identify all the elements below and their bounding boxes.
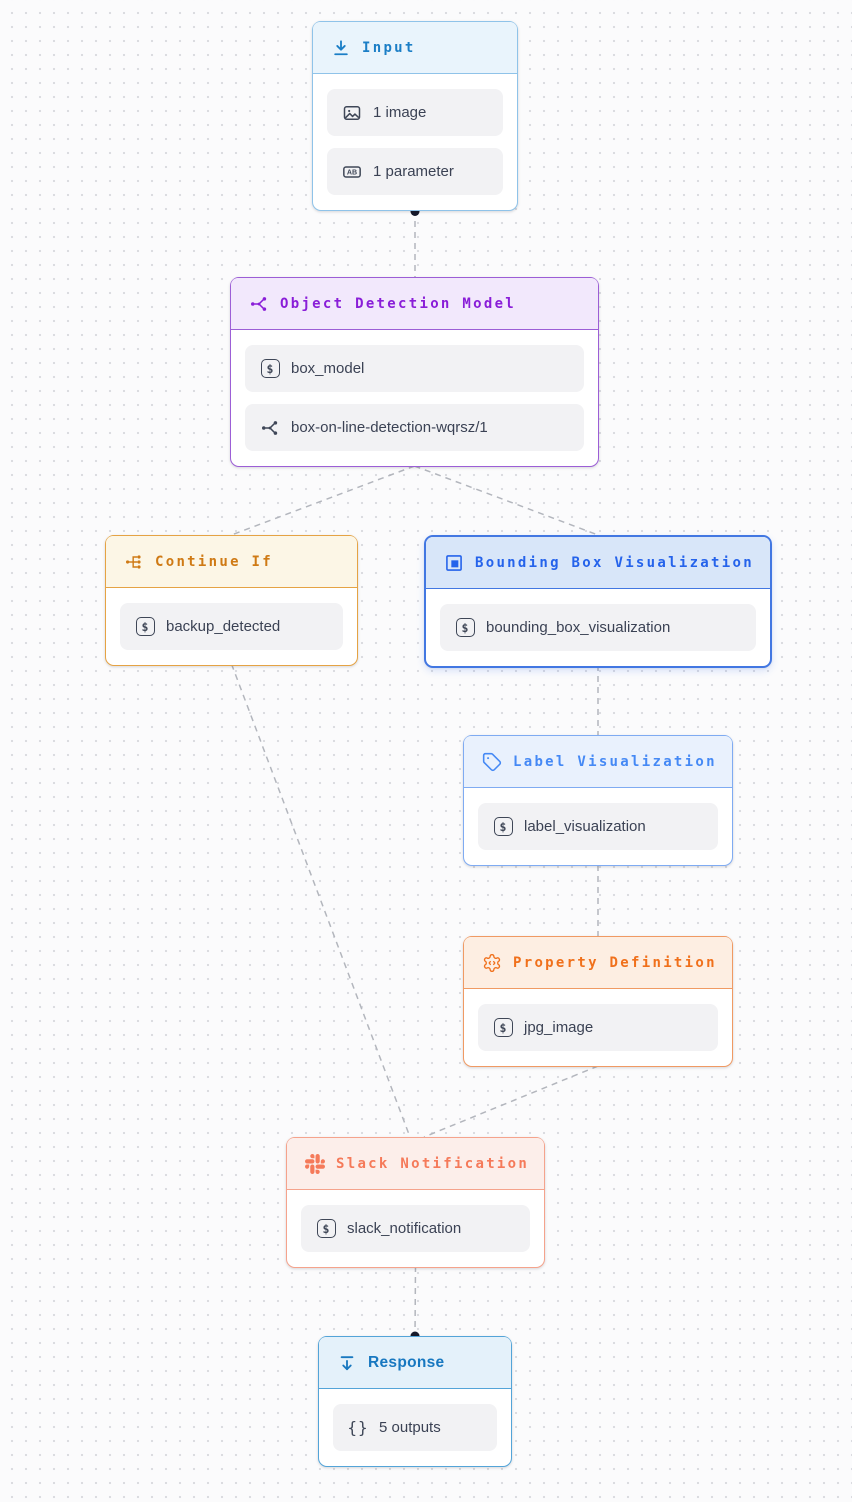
- model-name-pill: $ box_model: [245, 345, 584, 392]
- edge-continue-if-to-slack: [230, 663, 411, 1138]
- node-input-body: 1 image AB 1 parameter: [313, 74, 517, 210]
- node-object-detection-model-header: Object Detection Model: [231, 278, 598, 330]
- pill-label: backup_detected: [166, 618, 281, 635]
- pill-label: jpg_image: [524, 1019, 594, 1036]
- gear-code-icon: [482, 953, 502, 973]
- branch-split-icon: [124, 552, 144, 572]
- input-parameter-pill: AB 1 parameter: [327, 148, 503, 195]
- response-outputs-pill: {} 5 outputs: [333, 1404, 497, 1451]
- slack-icon: [305, 1153, 325, 1174]
- node-title: Continue If: [155, 553, 274, 570]
- string-icon: $: [135, 617, 155, 637]
- node-object-detection-model-body: $ box_model box-on-line-detection-wqrsz/…: [231, 330, 598, 466]
- share-nodes-icon: [249, 294, 269, 314]
- string-icon: $: [455, 618, 475, 638]
- node-title: Slack Notification: [336, 1155, 530, 1172]
- edge-slack-to-response: [414, 1265, 417, 1337]
- slack-notification-pill: $ slack_notification: [301, 1205, 530, 1252]
- pill-label: slack_notification: [347, 1220, 462, 1237]
- node-response[interactable]: Response {} 5 outputs: [318, 1336, 512, 1467]
- braces-icon: {}: [347, 1418, 369, 1437]
- node-title: Property Definition: [513, 954, 717, 971]
- node-title: Response: [368, 1353, 445, 1371]
- string-icon: $: [493, 817, 513, 837]
- node-object-detection-model[interactable]: Object Detection Model $ box_model box-o: [230, 277, 599, 467]
- node-property-definition-header: Property Definition: [464, 937, 732, 989]
- model-id-pill: box-on-line-detection-wqrsz/1: [245, 404, 584, 451]
- edge-model-to-bbox-viz: [414, 465, 599, 536]
- continue-if-pill: $ backup_detected: [120, 603, 343, 650]
- bounding-box-pill: $ bounding_box_visualization: [440, 604, 756, 651]
- pill-label: label_visualization: [524, 818, 646, 835]
- node-slack-notification[interactable]: Slack Notification $ slack_notification: [286, 1137, 545, 1268]
- pill-label: bounding_box_visualization: [486, 619, 671, 636]
- node-title: Label Visualization: [513, 753, 717, 770]
- node-continue-if[interactable]: Continue If $ backup_detected: [105, 535, 358, 666]
- pill-label: box_model: [291, 360, 365, 377]
- download-icon: [331, 38, 351, 58]
- node-response-header: Response: [319, 1337, 511, 1389]
- node-property-definition-body: $ jpg_image: [464, 989, 732, 1066]
- node-response-body: {} 5 outputs: [319, 1389, 511, 1466]
- node-title: Input: [362, 39, 416, 56]
- pill-label: 1 image: [373, 104, 427, 121]
- node-continue-if-header: Continue If: [106, 536, 357, 588]
- input-image-pill: 1 image: [327, 89, 503, 136]
- bounding-box-icon: [444, 553, 464, 573]
- arrow-down-from-line-icon: [337, 1353, 357, 1373]
- tag-icon: [482, 752, 502, 772]
- node-label-visualization[interactable]: Label Visualization $ label_visualizatio…: [463, 735, 733, 866]
- node-title: Object Detection Model: [280, 295, 517, 312]
- pill-label: box-on-line-detection-wqrsz/1: [291, 419, 488, 436]
- share-nodes-icon: [260, 418, 280, 438]
- node-input-header: Input: [313, 22, 517, 74]
- node-slack-notification-body: $ slack_notification: [287, 1190, 544, 1267]
- string-icon: $: [493, 1018, 513, 1038]
- node-bounding-box-visualization-header: Bounding Box Visualization: [426, 537, 770, 589]
- svg-text:AB: AB: [347, 168, 357, 176]
- image-icon: [342, 103, 362, 123]
- string-icon: $: [316, 1219, 336, 1239]
- node-property-definition[interactable]: Property Definition $ jpg_image: [463, 936, 733, 1067]
- node-label-visualization-header: Label Visualization: [464, 736, 732, 788]
- edge-property-def-to-slack: [423, 1065, 599, 1138]
- pill-label: 1 parameter: [373, 163, 454, 180]
- node-bounding-box-visualization[interactable]: Bounding Box Visualization $ bounding_bo…: [424, 535, 772, 668]
- pill-label: 5 outputs: [379, 1419, 441, 1436]
- node-slack-notification-header: Slack Notification: [287, 1138, 544, 1190]
- node-label-visualization-body: $ label_visualization: [464, 788, 732, 865]
- node-title: Bounding Box Visualization: [475, 554, 754, 571]
- string-icon: $: [260, 359, 280, 379]
- node-bounding-box-visualization-body: $ bounding_box_visualization: [426, 589, 770, 666]
- edge-model-to-continue-if: [231, 465, 415, 536]
- node-input[interactable]: Input 1 image AB: [312, 21, 518, 211]
- node-continue-if-body: $ backup_detected: [106, 588, 357, 665]
- property-definition-pill: $ jpg_image: [478, 1004, 718, 1051]
- parameter-icon: AB: [342, 162, 362, 182]
- label-visualization-pill: $ label_visualization: [478, 803, 718, 850]
